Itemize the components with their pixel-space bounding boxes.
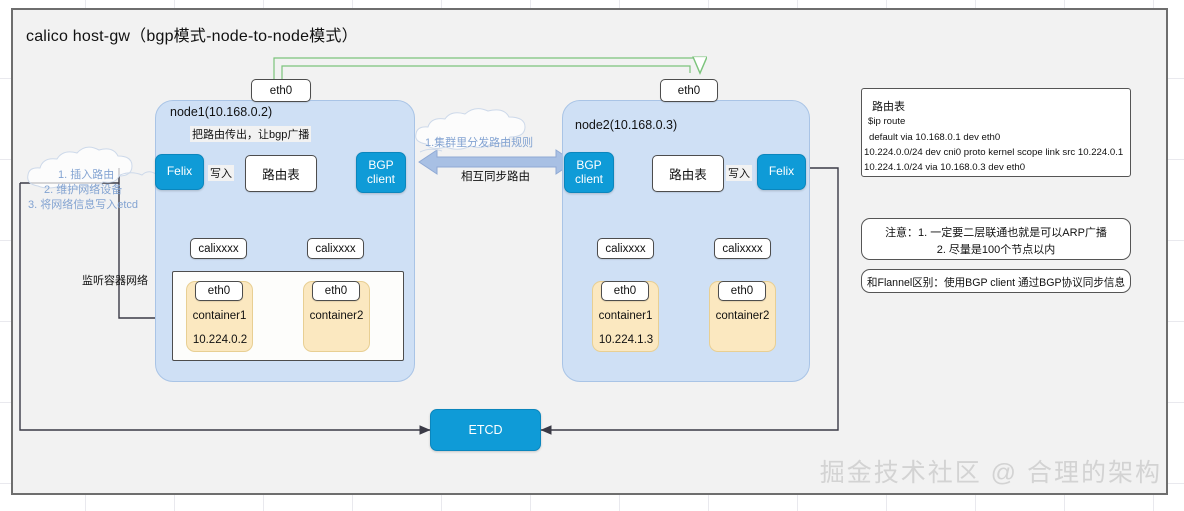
etcd-box[interactable]: ETCD — [430, 409, 541, 451]
node1-veth-0[interactable]: calixxxx — [190, 238, 247, 259]
node2-container1-eth0[interactable]: eth0 — [601, 281, 649, 301]
node1-bgp-line1: BGP — [368, 158, 394, 173]
node1-label: node1(10.168.0.2) — [170, 105, 273, 119]
node1-container2-name: container2 — [309, 310, 364, 322]
node1-veth-1[interactable]: calixxxx — [307, 238, 364, 259]
node2-bgp-client[interactable]: BGP client — [564, 152, 614, 193]
node1-write-label: 写入 — [208, 165, 234, 181]
node2-veth-0[interactable]: calixxxx — [597, 238, 654, 259]
node1-container2-eth0[interactable]: eth0 — [312, 281, 360, 301]
node1-bgp-line2: client — [366, 171, 395, 186]
sync-arrow-label: 相互同步路由 — [461, 171, 530, 183]
watermark: 掘金技术社区 @ 合理的架构 — [819, 459, 1162, 487]
flannel-diff-panel — [861, 269, 1131, 293]
node2-container2-eth0[interactable]: eth0 — [718, 281, 766, 301]
note-panel-line-1: 注意：1. 一定要二层联通也就是可以ARP广播 — [885, 227, 1107, 239]
route-panel-line-1: 10.224.0.0/24 dev cni0 proto kernel scop… — [864, 147, 1124, 158]
route-panel-title: 路由表 — [872, 101, 905, 113]
node1-container1-ip: 10.224.0.2 — [192, 334, 248, 346]
bgp-cloud-label: 1.集群里分发路由规则 — [425, 137, 534, 149]
felix-cloud-line-2: 2. 维护网络设备 — [44, 184, 123, 196]
bgp-cloud-shape — [415, 108, 526, 153]
node1-container1-name: container1 — [192, 310, 247, 322]
node2-write-label: 写入 — [726, 165, 752, 181]
node2-container1-ip: 10.224.1.3 — [598, 334, 654, 346]
node1-container1-eth0[interactable]: eth0 — [195, 281, 243, 301]
node2-container2-name: container2 — [715, 310, 770, 322]
node2-eth0[interactable]: eth0 — [660, 79, 718, 102]
node1-bgp-client[interactable]: BGP client — [356, 152, 406, 193]
node2-container1-name: container1 — [598, 310, 653, 322]
node2-bgp-line2: client — [574, 171, 603, 186]
flannel-diff-text: 和Flannel区别：使用BGP client 通过BGP协议同步信息 — [866, 277, 1126, 289]
node2-veth-1[interactable]: calixxxx — [714, 238, 771, 259]
route-table-panel — [861, 88, 1131, 177]
route-panel-command: $ip route — [868, 116, 906, 127]
node2-route-table[interactable]: 路由表 — [652, 155, 724, 192]
node1-eth0[interactable]: eth0 — [251, 79, 311, 102]
node2-etcd-path — [540, 167, 839, 435]
node2-bgp-line1: BGP — [576, 158, 602, 173]
felix-cloud-shape — [27, 146, 157, 189]
node2-felix[interactable]: Felix — [757, 154, 806, 190]
listen-network-label: 监听容器网络 — [82, 275, 148, 287]
green-bgp-link — [273, 58, 700, 79]
note-panel-line-2: 2. 尽量是100个节点以内 — [936, 244, 1056, 256]
felix-cloud-line-3: 3. 将网络信息写入etcd — [28, 199, 139, 211]
route-panel-line-0: default via 10.168.0.1 dev eth0 — [869, 132, 1001, 143]
felix-cloud-line-1: 1. 插入路由 — [58, 169, 115, 181]
node1-route-table[interactable]: 路由表 — [245, 155, 317, 192]
route-panel-line-2: 10.224.1.0/24 via 10.168.0.3 dev eth0 — [864, 162, 1026, 173]
node2-label: node2(10.168.0.3) — [575, 118, 678, 132]
note-panel — [861, 218, 1131, 260]
node1-felix[interactable]: Felix — [155, 154, 204, 190]
node1-broadcast-label: 把路由传出，让bgp广播 — [190, 126, 312, 142]
page-title: calico host-gw（bgp模式-node-to-node模式） — [26, 28, 358, 45]
